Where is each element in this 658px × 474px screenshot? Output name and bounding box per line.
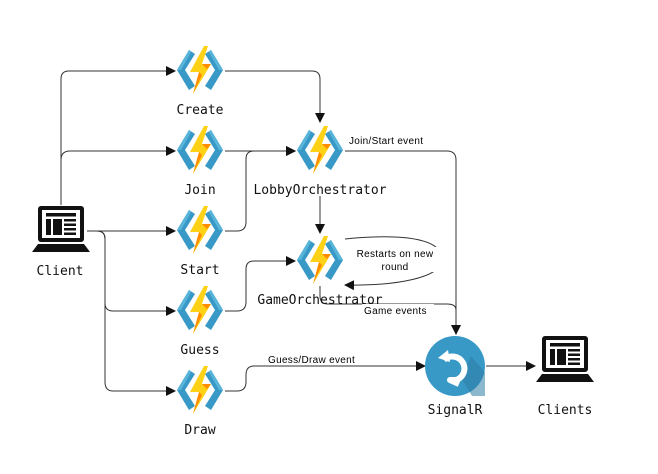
node-label: GameOrchestrator [257,293,382,308]
edge-guess-game [225,256,296,312]
edge-client-join [60,146,176,205]
node-label: Guess [180,343,219,358]
laptop-icon [536,336,594,382]
node-draw: Draw [177,366,223,438]
edge-lobby-signalr [345,150,461,335]
node-label: Start [180,263,219,278]
edge-label-guess-draw: Guess/Draw event [268,355,355,366]
node-clients: Clients [536,336,594,418]
azure-function-icon [297,236,343,284]
node-label: Client [37,264,84,279]
edge-start-lobby [225,146,296,232]
edge-draw-signalr [225,361,426,392]
node-join: Join [177,126,223,198]
node-lobby-orchestrator: LobbyOrchestrator [253,126,387,198]
edge-create-lobby [225,70,325,123]
edge-label-restarts-2: round [381,262,408,273]
edge-client-guess [87,230,176,316]
node-label: Clients [538,403,593,418]
node-signalr: SignalR [425,336,485,418]
edge-client-create [60,66,176,205]
node-label: Draw [184,423,215,438]
node-game-orchestrator: GameOrchestrator [257,236,383,308]
node-label: Create [177,103,224,118]
node-start: Start [177,206,223,278]
azure-function-icon [177,206,223,254]
node-create: Create [177,46,224,118]
edge-label-game-events: Game events [364,306,427,317]
signalr-icon [425,336,485,396]
node-label: Join [184,183,215,198]
azure-function-icon [177,126,223,174]
node-label: SignalR [428,403,483,418]
node-label: LobbyOrchestrator [253,183,386,198]
edge-game-signalr [319,286,457,311]
edge-client-draw [87,230,176,396]
azure-function-icon [297,126,343,174]
laptop-icon [32,206,90,252]
edge-label-restarts-1: Restarts on new [357,249,434,260]
azure-function-icon [177,286,223,334]
azure-function-icon [177,366,223,414]
node-guess: Guess [177,286,223,358]
edge-label-join-start: Join/Start event [349,136,423,147]
azure-function-icon [177,46,223,94]
node-client: Client [32,206,90,279]
